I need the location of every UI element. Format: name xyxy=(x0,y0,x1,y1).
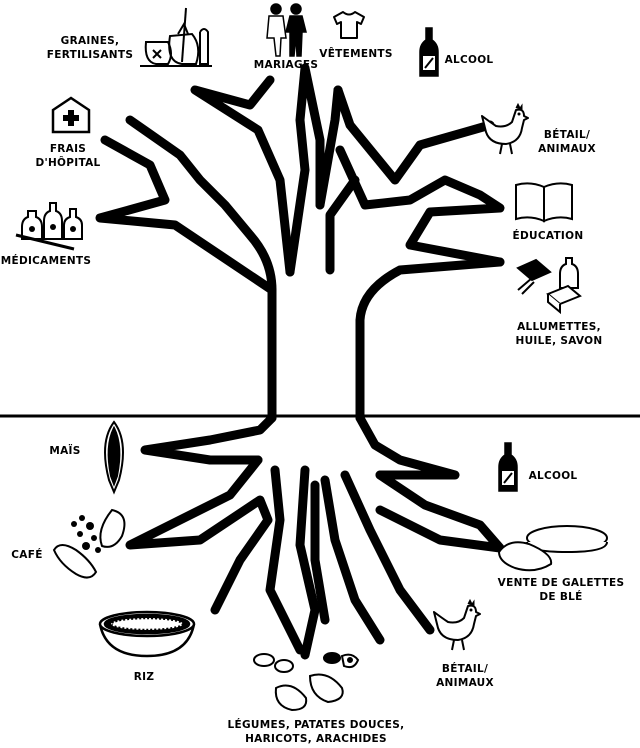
vegetables-icon xyxy=(248,648,364,714)
label-coffee: CAFÉ xyxy=(11,549,43,561)
bottle-icon-bottom xyxy=(497,441,519,493)
seed-sacks-icon xyxy=(140,6,212,68)
book-icon xyxy=(514,181,574,223)
label-maize: MAÏS xyxy=(49,445,81,457)
maize-icon xyxy=(97,420,131,495)
bottle-icon xyxy=(418,26,440,78)
hospital-icon xyxy=(51,96,91,134)
label-livestock-top: BÉTAIL/ ANIMAUX xyxy=(538,129,596,155)
label-alcohol-bottom: ALCOOL xyxy=(528,470,578,482)
shirt-icon xyxy=(331,10,367,40)
label-education: ÉDUCATION xyxy=(512,230,584,242)
chicken-icon-bottom xyxy=(432,598,484,652)
label-wheat-cakes: VENTE DE GALETTES DE BLÉ xyxy=(497,577,625,603)
chicken-icon xyxy=(480,102,532,156)
label-medicines: MÉDICAMENTS xyxy=(0,255,92,267)
label-matches-oil-soap: ALLUMETTES, HUILE, SAVON xyxy=(515,321,603,347)
label-clothing: VÊTEMENTS xyxy=(319,48,393,60)
matches-oil-soap-icon xyxy=(514,254,586,315)
tree-outline xyxy=(95,63,505,660)
label-seeds-fertilizer: GRAINES, FERTILISANTS xyxy=(46,35,134,61)
rice-basket-icon xyxy=(96,610,198,660)
label-rice: RIZ xyxy=(133,671,155,683)
label-vegetables: LÉGUMES, PATATES DOUCES, HARICOTS, ARACH… xyxy=(227,719,405,745)
flatbread-icon xyxy=(495,520,611,574)
label-livestock-bottom: BÉTAIL/ ANIMAUX xyxy=(436,663,494,689)
couple-icon xyxy=(264,2,310,58)
coffee-icon xyxy=(50,506,132,584)
medicine-icon xyxy=(14,199,86,251)
label-alcohol-top: ALCOOL xyxy=(444,54,494,66)
label-hospital-fees: FRAIS D'HÔPITAL xyxy=(35,143,101,169)
label-weddings: MARIAGES xyxy=(253,59,319,71)
